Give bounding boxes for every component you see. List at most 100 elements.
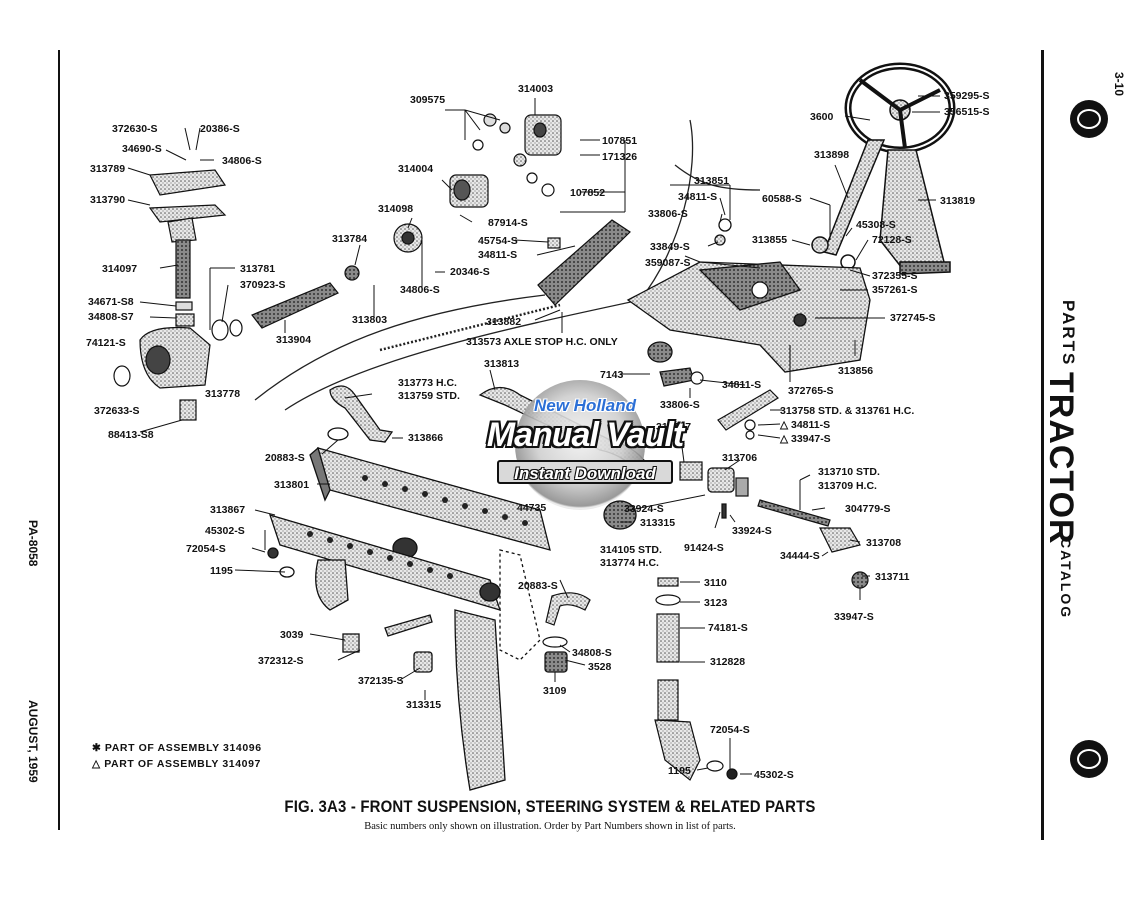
part-label: 357261-S <box>872 284 918 296</box>
part-label: 313784 <box>332 233 367 245</box>
part-labels: 372630-S 20386-S 34690-S 34806-S 313789 … <box>86 83 990 781</box>
part-label: 313801 <box>274 479 309 491</box>
part-label: 314098 <box>378 203 413 215</box>
figure-title: FIG. 3A3 - FRONT SUSPENSION, STEERING SY… <box>284 797 816 816</box>
part-label: 34690-S <box>122 143 162 155</box>
steering-spindle-arm-part <box>113 169 243 421</box>
part-label: 313774 H.C. <box>600 557 659 569</box>
part-label: 313904 <box>276 334 311 346</box>
part-label: 313706 <box>722 452 757 464</box>
part-label: 34671-S8 <box>88 296 134 308</box>
part-label: 3109 <box>543 685 567 697</box>
part-label: 74121-S <box>86 337 126 349</box>
part-label: 34808-S <box>572 647 612 659</box>
part-label: 372765-S <box>788 385 834 397</box>
drag-link-tie-rod-part <box>659 367 869 589</box>
part-label: △ 34811-S <box>779 419 830 431</box>
part-label: 313867 <box>210 504 245 516</box>
part-label: 33806-S <box>660 399 700 411</box>
part-label: 372355-S <box>872 270 918 282</box>
part-label: 359087-S <box>645 257 691 269</box>
part-label: 313866 <box>408 432 443 444</box>
part-label: 313851 <box>694 175 729 187</box>
part-label: 372312-S <box>258 655 304 667</box>
part-label: 34811-S <box>678 191 717 203</box>
part-label: 88413-S8 <box>108 429 154 441</box>
part-label: 372633-S <box>94 405 140 417</box>
watermark-brand: New Holland <box>533 396 636 415</box>
part-label: 313819 <box>940 195 975 207</box>
part-label: 74181-S <box>708 622 748 634</box>
part-label: 33849-S <box>650 241 690 253</box>
part-label: 107851 <box>602 135 637 147</box>
part-label: 171326 <box>602 151 637 163</box>
part-label: 314003 <box>518 83 553 95</box>
part-label: 34811-S <box>478 249 517 261</box>
part-label: 313855 <box>752 234 787 246</box>
watermark-tagline: Instant Download <box>497 460 673 484</box>
part-label: △ 33947-S <box>779 433 831 445</box>
part-label: 313898 <box>814 149 849 161</box>
watermark-disc <box>515 380 645 510</box>
part-label: 313707 <box>656 421 691 433</box>
part-label: 313315 <box>406 699 441 711</box>
part-label: 372745-S <box>890 312 936 324</box>
part-label: 1195 <box>668 765 691 777</box>
part-label: 60588-S <box>762 193 802 205</box>
steering-gear-linkage-part <box>251 113 562 329</box>
part-label: 45302-S <box>754 769 794 781</box>
part-label: 3528 <box>588 661 612 673</box>
part-label: 34444-S <box>780 550 820 562</box>
part-label: 3039 <box>280 629 304 641</box>
part-label: 33947-S <box>834 611 874 623</box>
part-label: 33924-S <box>732 525 772 537</box>
part-label: 20883-S <box>265 452 305 464</box>
spindle-kingpin-part <box>542 577 738 781</box>
axle-stop-plate-part <box>537 219 631 306</box>
part-label: 313708 <box>866 537 901 549</box>
figure-subtitle: Basic numbers only shown on illustration… <box>364 821 736 832</box>
part-label: 314105 STD. <box>600 544 662 556</box>
part-label: 313790 <box>90 194 125 206</box>
part-label: 313781 <box>240 263 275 275</box>
part-label: 45308-S <box>856 219 896 231</box>
part-label: 309575 <box>410 94 445 106</box>
part-label: 1195 <box>210 565 233 577</box>
legend-assembly-314097: △ PART OF ASSEMBLY 314097 <box>92 758 261 770</box>
part-label: 313758 STD. & 313761 H.C. <box>780 405 914 417</box>
part-label: 313709 H.C. <box>818 480 877 492</box>
part-label: 3110 <box>704 577 727 589</box>
part-label: 313773 H.C. <box>398 377 457 389</box>
part-label: 72128-S <box>872 234 912 246</box>
part-label: 313882 <box>486 316 521 328</box>
manual-vault-watermark: New Holland Manual Vault Instant Downloa… <box>470 380 700 520</box>
part-label: 372630-S <box>112 123 158 135</box>
part-label: 314004 <box>398 163 433 175</box>
steering-gear-housing-part <box>626 218 871 373</box>
part-label: 313803 <box>352 314 387 326</box>
part-label: 45754-S <box>478 235 518 247</box>
part-label: 3123 <box>704 597 728 609</box>
leader-lines <box>127 95 940 775</box>
part-label: 72054-S <box>186 543 226 555</box>
part-label: 33924-S <box>624 503 664 515</box>
part-label: 33806-S <box>648 208 688 220</box>
part-label: 313856 <box>838 365 873 377</box>
part-label: 356515-S <box>944 106 990 118</box>
ford-seal-bottom <box>1070 740 1108 778</box>
part-label: 34806-S <box>222 155 262 167</box>
part-label: 72054-S <box>710 724 750 736</box>
part-label: 45302-S <box>205 525 245 537</box>
page-border-right <box>1041 50 1044 840</box>
watermark-title: Manual Vault <box>486 416 684 454</box>
part-label: 44735 <box>517 502 546 514</box>
part-label: 34808-S7 <box>88 311 134 323</box>
part-label: 91424-S <box>684 542 724 554</box>
ford-seal-top <box>1070 100 1108 138</box>
part-label: 20883-S <box>518 580 558 592</box>
part-label: 372135-S <box>358 675 404 687</box>
part-label: 313711 <box>875 571 910 583</box>
part-label: 312828 <box>710 656 745 668</box>
part-label: 7143 <box>600 369 624 381</box>
